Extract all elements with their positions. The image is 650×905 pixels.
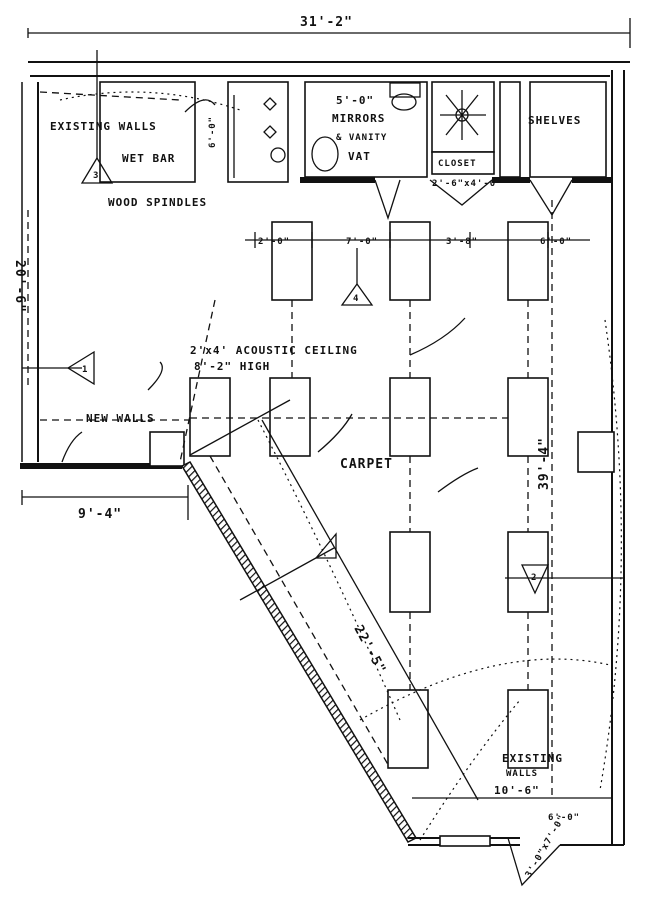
mirrors-dimension: 5'-0" bbox=[336, 94, 374, 107]
shelf-dimension: 6'-0" bbox=[208, 116, 218, 148]
leader-lines bbox=[61, 99, 479, 493]
overall-width-label: 31'-2" bbox=[300, 15, 353, 30]
diagonal-dimension-label: 22'-5" bbox=[350, 623, 388, 677]
diagonal-dimension bbox=[189, 399, 479, 801]
overall-width-dimension: 31'-2" bbox=[27, 15, 631, 48]
dim-c-label: 3'-8" bbox=[446, 237, 478, 247]
upper-dimension-row bbox=[245, 232, 590, 248]
bottom-dimension-label: 3'-0"x7'-0" bbox=[524, 813, 568, 879]
mirrors-label: MIRRORS bbox=[332, 112, 385, 125]
top-exterior-wall bbox=[28, 61, 630, 77]
wood-spindles-label: WOOD SPINDLES bbox=[108, 196, 207, 209]
ceiling-label: 2'x4' ACOUSTIC CEILING bbox=[190, 344, 358, 357]
dim-a-label: 2'-0" bbox=[258, 237, 290, 247]
new-walls-label: NEW WALLS bbox=[86, 412, 155, 425]
existing-label: EXISTING bbox=[502, 752, 563, 765]
plan-labels: EXISTING WALLS WET BAR WOOD SPINDLES 5'-… bbox=[12, 94, 581, 880]
bottom-wall bbox=[408, 797, 624, 887]
wiring-arcs bbox=[59, 91, 622, 841]
bottom-left-dimension bbox=[21, 485, 189, 520]
dim-b-label: 7'-0" bbox=[346, 237, 378, 247]
vanity-label: & VANITY bbox=[336, 133, 387, 143]
wet-bar-block bbox=[99, 81, 289, 183]
section-marks bbox=[22, 50, 625, 595]
lower-left-wall bbox=[20, 431, 185, 469]
right-dimension-label: 39'-4" bbox=[537, 437, 552, 490]
shelves-label: SHELVES bbox=[528, 114, 581, 127]
walls-label: WALLS bbox=[506, 769, 538, 779]
carpet-label: CARPET bbox=[340, 457, 393, 472]
diagonal-new-wall bbox=[180, 461, 418, 843]
closet-size-label: 2'-6"x4'-0" bbox=[432, 179, 503, 189]
left-dimension-label: 20'-6" bbox=[12, 260, 27, 313]
dim-d-label: 6'-0" bbox=[540, 237, 572, 247]
existing-walls-label: EXISTING WALLS bbox=[50, 120, 157, 133]
left-existing-wall bbox=[21, 82, 39, 462]
wet-bar-label: WET BAR bbox=[122, 152, 175, 165]
section-mark-4: 4 bbox=[353, 294, 359, 304]
rooms-front-wall bbox=[300, 177, 612, 221]
bathroom-block bbox=[304, 81, 607, 178]
section-mark-1: 1 bbox=[82, 365, 88, 375]
small-note-label: 6'-0" bbox=[548, 813, 580, 823]
ceiling-height-label: 8'-2" HIGH bbox=[194, 360, 270, 373]
bottom-left-dimension-label: 9'-4" bbox=[78, 507, 122, 522]
ceiling-light-panels bbox=[189, 221, 615, 769]
vat-label: VAT bbox=[348, 150, 371, 163]
closet-label: CLOSET bbox=[438, 159, 477, 169]
section-mark-2: 2 bbox=[531, 573, 537, 583]
door-dimension-label: 10'-6" bbox=[494, 784, 540, 797]
section-mark-3: 3 bbox=[93, 171, 99, 181]
